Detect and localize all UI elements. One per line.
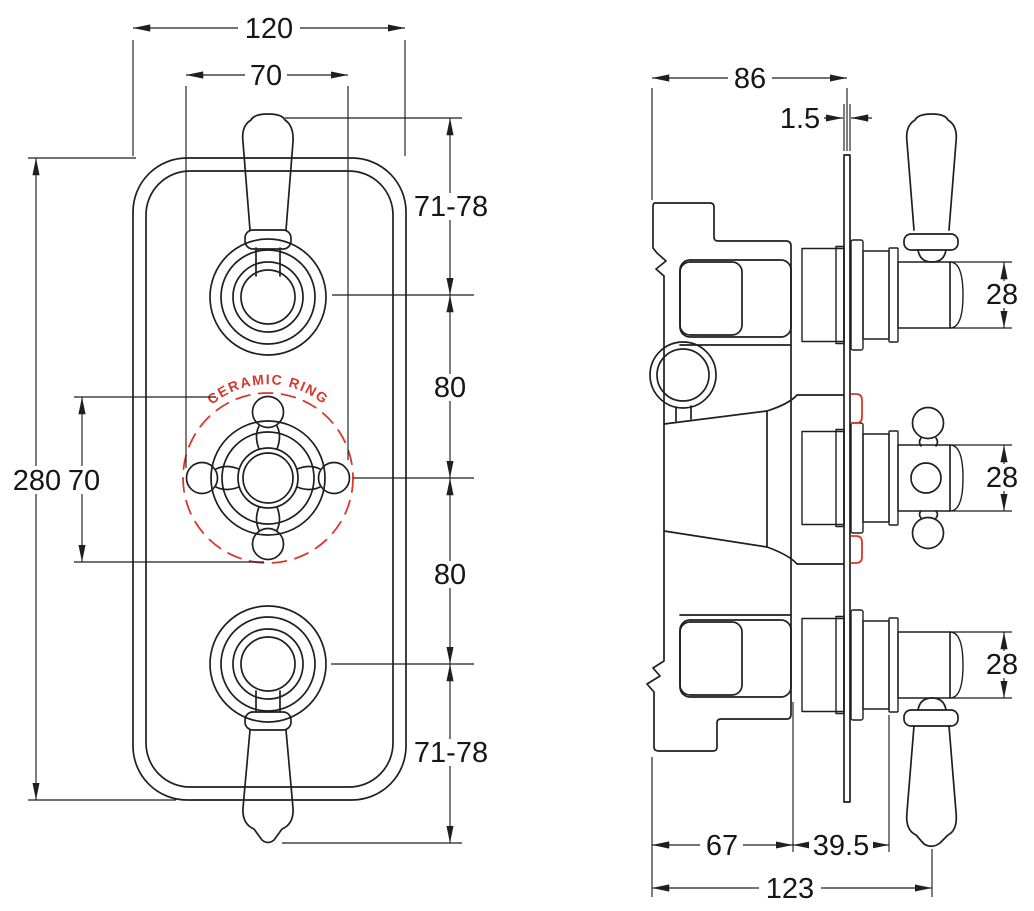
dim-lower-handle-spacing: 80 — [434, 559, 466, 591]
dim-handle-unit-width: 70 — [250, 60, 282, 92]
ceramic-ring-label: CERAMIC RING — [204, 371, 332, 407]
dim-middle-handle-hub: 28 — [986, 462, 1018, 494]
top-lever-handle-side — [903, 113, 959, 263]
valve-body-side — [646, 202, 844, 752]
top-cartridge-side — [801, 239, 964, 351]
dim-overall-width: 120 — [245, 13, 293, 45]
retaining-clip-marks — [850, 393, 863, 564]
front-view: CERAMIC RING — [132, 113, 407, 844]
side-view — [646, 113, 964, 848]
wall-plate-side — [843, 154, 851, 803]
dim-top-lever-projection: 71-78 — [414, 191, 488, 223]
dim-overall-depth: 123 — [766, 873, 814, 905]
dim-body-recess-depth: 86 — [734, 63, 766, 95]
dim-valve-body-depth: 67 — [706, 830, 738, 862]
bottom-cartridge-side — [801, 609, 964, 721]
cross-handle-side — [910, 406, 945, 550]
dim-overall-height: 280 — [13, 465, 61, 497]
dim-bottom-lever-projection: 71-78 — [414, 737, 488, 769]
dim-plate-thickness: 1.5 — [780, 103, 820, 135]
dim-cross-handle-height: 70 — [68, 465, 100, 497]
top-lever-handle-front — [209, 113, 327, 356]
bottom-lever-handle-side — [903, 697, 959, 848]
wall-plate-front — [132, 157, 407, 801]
bottom-lever-handle-front — [209, 605, 327, 844]
dim-top-handle-hub: 28 — [986, 279, 1018, 311]
dim-handle-projection: 39.5 — [813, 830, 869, 862]
dim-upper-handle-spacing: 80 — [434, 372, 466, 404]
dimension-label-backgrounds — [13, 15, 1024, 901]
dim-bottom-handle-hub: 28 — [986, 649, 1018, 681]
cross-handle-front — [185, 395, 351, 561]
middle-cartridge-side — [801, 422, 964, 534]
dimension-labels: 120 70 280 70 71-78 80 80 71-78 86 1.5 2… — [13, 13, 1018, 905]
